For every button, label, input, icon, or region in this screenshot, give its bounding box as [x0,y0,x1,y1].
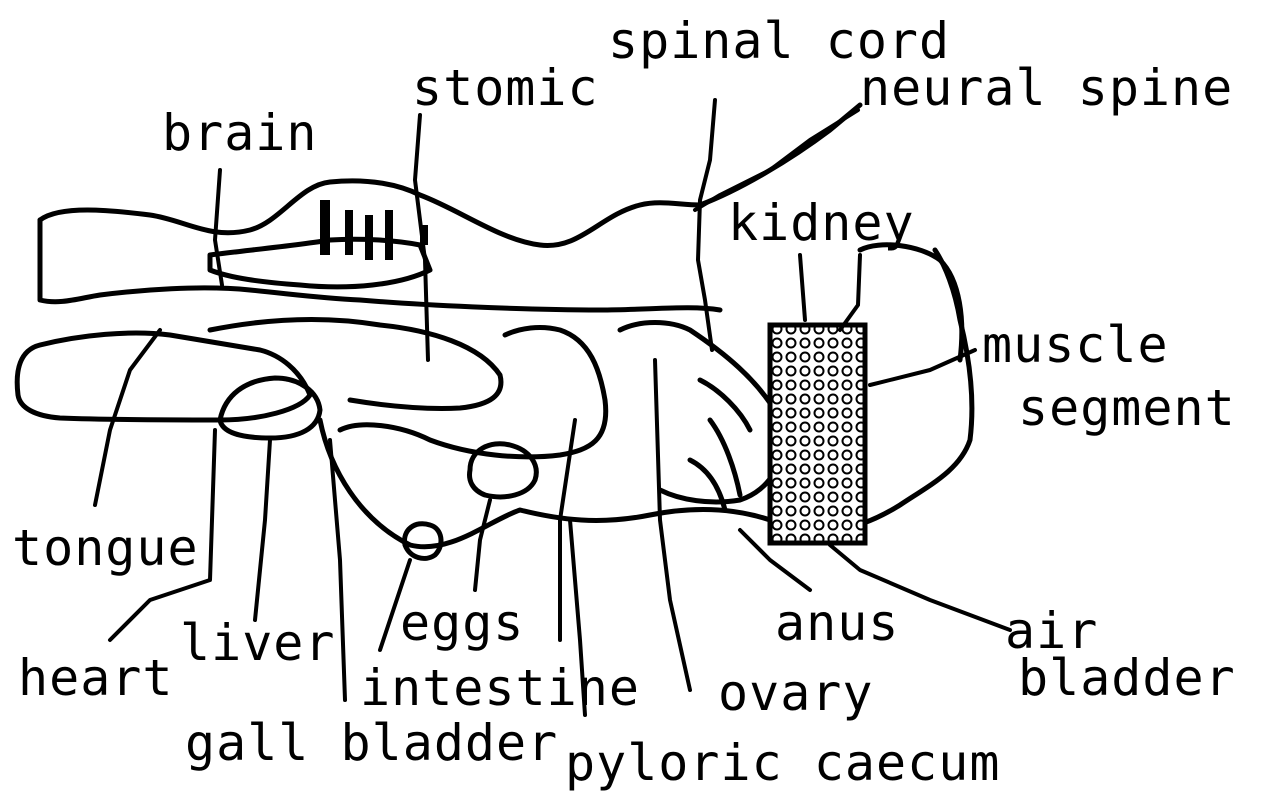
leader-spinal-cord [698,100,715,350]
leader-kidney [800,255,860,330]
label-muscle: muscle [982,316,1169,374]
leader-ovary [655,360,690,690]
label-bladder: bladder [1018,649,1236,707]
intestine-outline [340,328,606,457]
label-brain: brain [162,104,318,162]
label-kidney: kidney [728,194,915,252]
leader-eggs [475,500,490,590]
head-lower-outline [40,220,720,310]
rear-cavity-outline [690,380,750,510]
label-tongue: tongue [12,519,199,577]
gut-outline [210,320,501,409]
label-anus: anus [775,594,899,652]
lower-body-outline [320,250,972,547]
egg-sac-outline [470,444,537,497]
gall-bladder-outline [405,524,441,559]
leader-brain [215,170,222,285]
tail-outline [860,245,962,360]
label-intestine: intestine [360,659,640,717]
leader-muscle [870,350,975,385]
label-segment: segment [1018,379,1236,437]
leader-liver [255,440,270,620]
label-pyloric-caecum: pyloric caecum [565,734,1000,792]
label-gall-bladder: gall bladder [185,714,558,772]
label-heart: heart [18,649,174,707]
ovary-outline [620,323,783,502]
label-stomic: stomic [412,59,599,117]
labels: spinal cord stomic neural spine brain ki… [12,12,1236,792]
label-liver: liver [180,614,336,672]
liver-outline [220,378,320,438]
label-ovary: ovary [718,664,874,722]
label-eggs: eggs [400,594,524,652]
muscle-segment-block [770,325,865,543]
label-neural-spine: neural spine [860,59,1233,117]
stomach-marks [320,200,428,260]
